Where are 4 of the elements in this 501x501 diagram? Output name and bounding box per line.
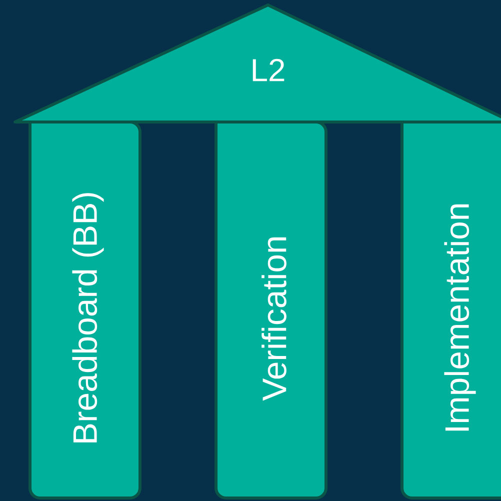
pillar: Verification (214, 120, 328, 500)
pillar: Breadboard (BB) (28, 120, 142, 500)
pillar: Implementation (400, 120, 501, 500)
roof-triangle: L2 (14, 4, 501, 124)
